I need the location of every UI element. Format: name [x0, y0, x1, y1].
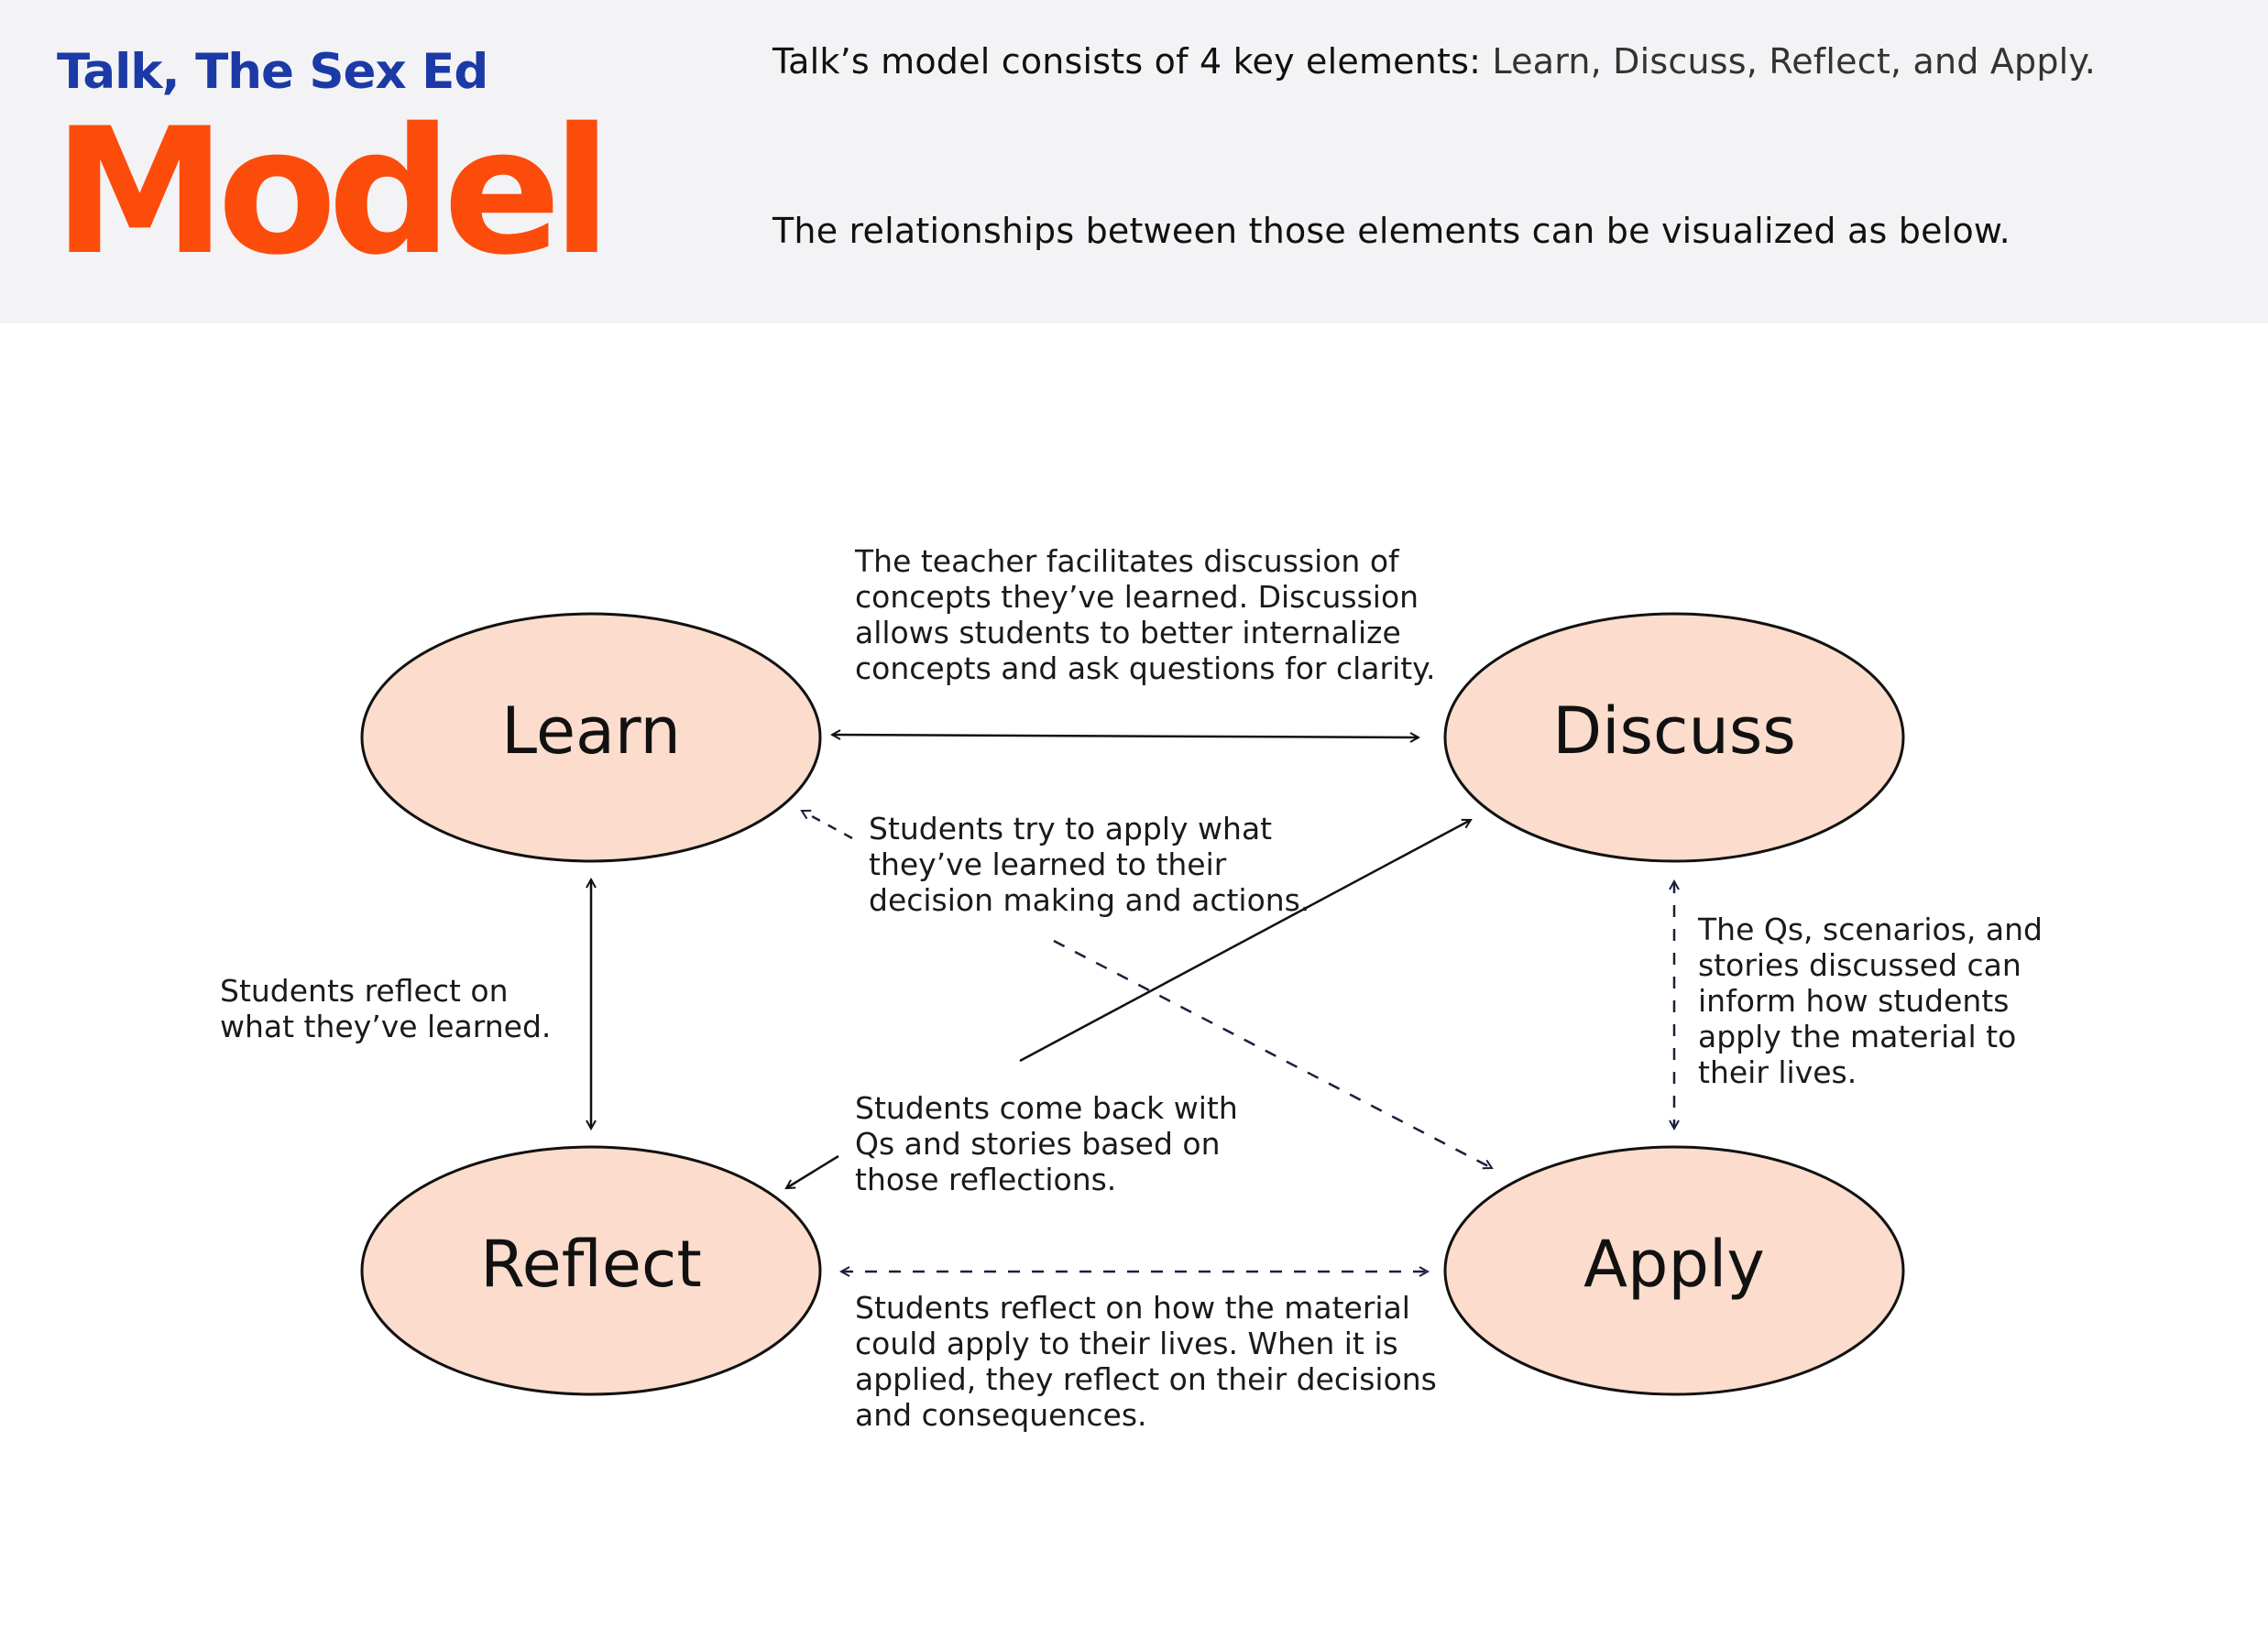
note-line: Students come back with — [855, 1090, 1238, 1126]
note-line: they’ve learned to their — [869, 846, 1227, 882]
page-subtitle: Talk, The Sex Ed — [57, 44, 488, 100]
note-line: Students reflect on — [220, 973, 509, 1009]
note-line: stories discussed can — [1698, 947, 2021, 983]
note-line: their lives. — [1698, 1054, 1857, 1090]
note-line: allows students to better internalize — [855, 615, 1401, 650]
node-apply-label: Apply — [1583, 1227, 1765, 1302]
node-apply-shape — [1443, 1145, 1905, 1396]
note-line: decision making and actions. — [869, 882, 1310, 918]
note-line: concepts and ask questions for clarity. — [855, 650, 1436, 686]
node-reflect-shape — [360, 1145, 822, 1396]
arrow-learn-discuss — [832, 735, 1419, 737]
note-line: Students reflect on how the material — [855, 1290, 1410, 1326]
note-discuss-apply: The Qs, scenarios, and stories discussed… — [1698, 912, 2043, 1090]
node-discuss-label: Discuss — [1552, 693, 1796, 769]
node-reflect-label: Reflect — [480, 1227, 702, 1302]
note-line: those reflections. — [855, 1162, 1117, 1197]
arrow-learn-apply-end — [1053, 939, 1492, 1168]
note-line: apply the material to — [1698, 1019, 2017, 1054]
note-line: could apply to their lives. When it is — [855, 1326, 1398, 1361]
note-line: inform how students — [1698, 983, 2010, 1019]
note-learn-apply: Students try to apply what they’ve learn… — [869, 811, 1309, 918]
intro-lead: Talk’s model consists of 4 key elements: — [772, 41, 1482, 82]
note-line: The Qs, scenarios, and — [1698, 912, 2043, 947]
note-line: Students try to apply what — [869, 811, 1273, 846]
node-learn-shape — [360, 612, 822, 863]
arrow-reflect-discuss — [1019, 820, 1471, 1063]
header-band — [0, 0, 2268, 323]
note-line: what they’ve learned. — [220, 1009, 552, 1044]
note-reflect-discuss: Students come back with Qs and stories b… — [855, 1090, 1238, 1197]
note-line: The teacher facilitates discussion of — [855, 543, 1399, 579]
arrow-note-to-reflect — [786, 1154, 839, 1188]
arrow-learn-apply-start — [802, 809, 853, 840]
node-learn-label: Learn — [501, 693, 681, 769]
node-discuss-shape — [1443, 612, 1905, 863]
note-line: concepts they’ve learned. Discussion — [855, 579, 1419, 615]
note-learn-discuss: The teacher facilitates discussion of co… — [855, 543, 1436, 686]
note-line: applied, they reflect on their decisions — [855, 1361, 1437, 1397]
intro-elements: Learn, Discuss, Reflect, and Apply. — [1492, 41, 2096, 82]
note-learn-reflect: Students reflect on what they’ve learned… — [220, 973, 551, 1044]
intro-line-1: Talk’s model consists of 4 key elements:… — [772, 41, 2096, 82]
note-reflect-apply: Students reflect on how the material cou… — [855, 1290, 1437, 1433]
page-title: Model — [53, 91, 612, 293]
intro-line-2: The relationships between those elements… — [772, 211, 2011, 251]
note-line: and consequences. — [855, 1397, 1147, 1433]
note-line: Qs and stories based on — [855, 1126, 1221, 1162]
